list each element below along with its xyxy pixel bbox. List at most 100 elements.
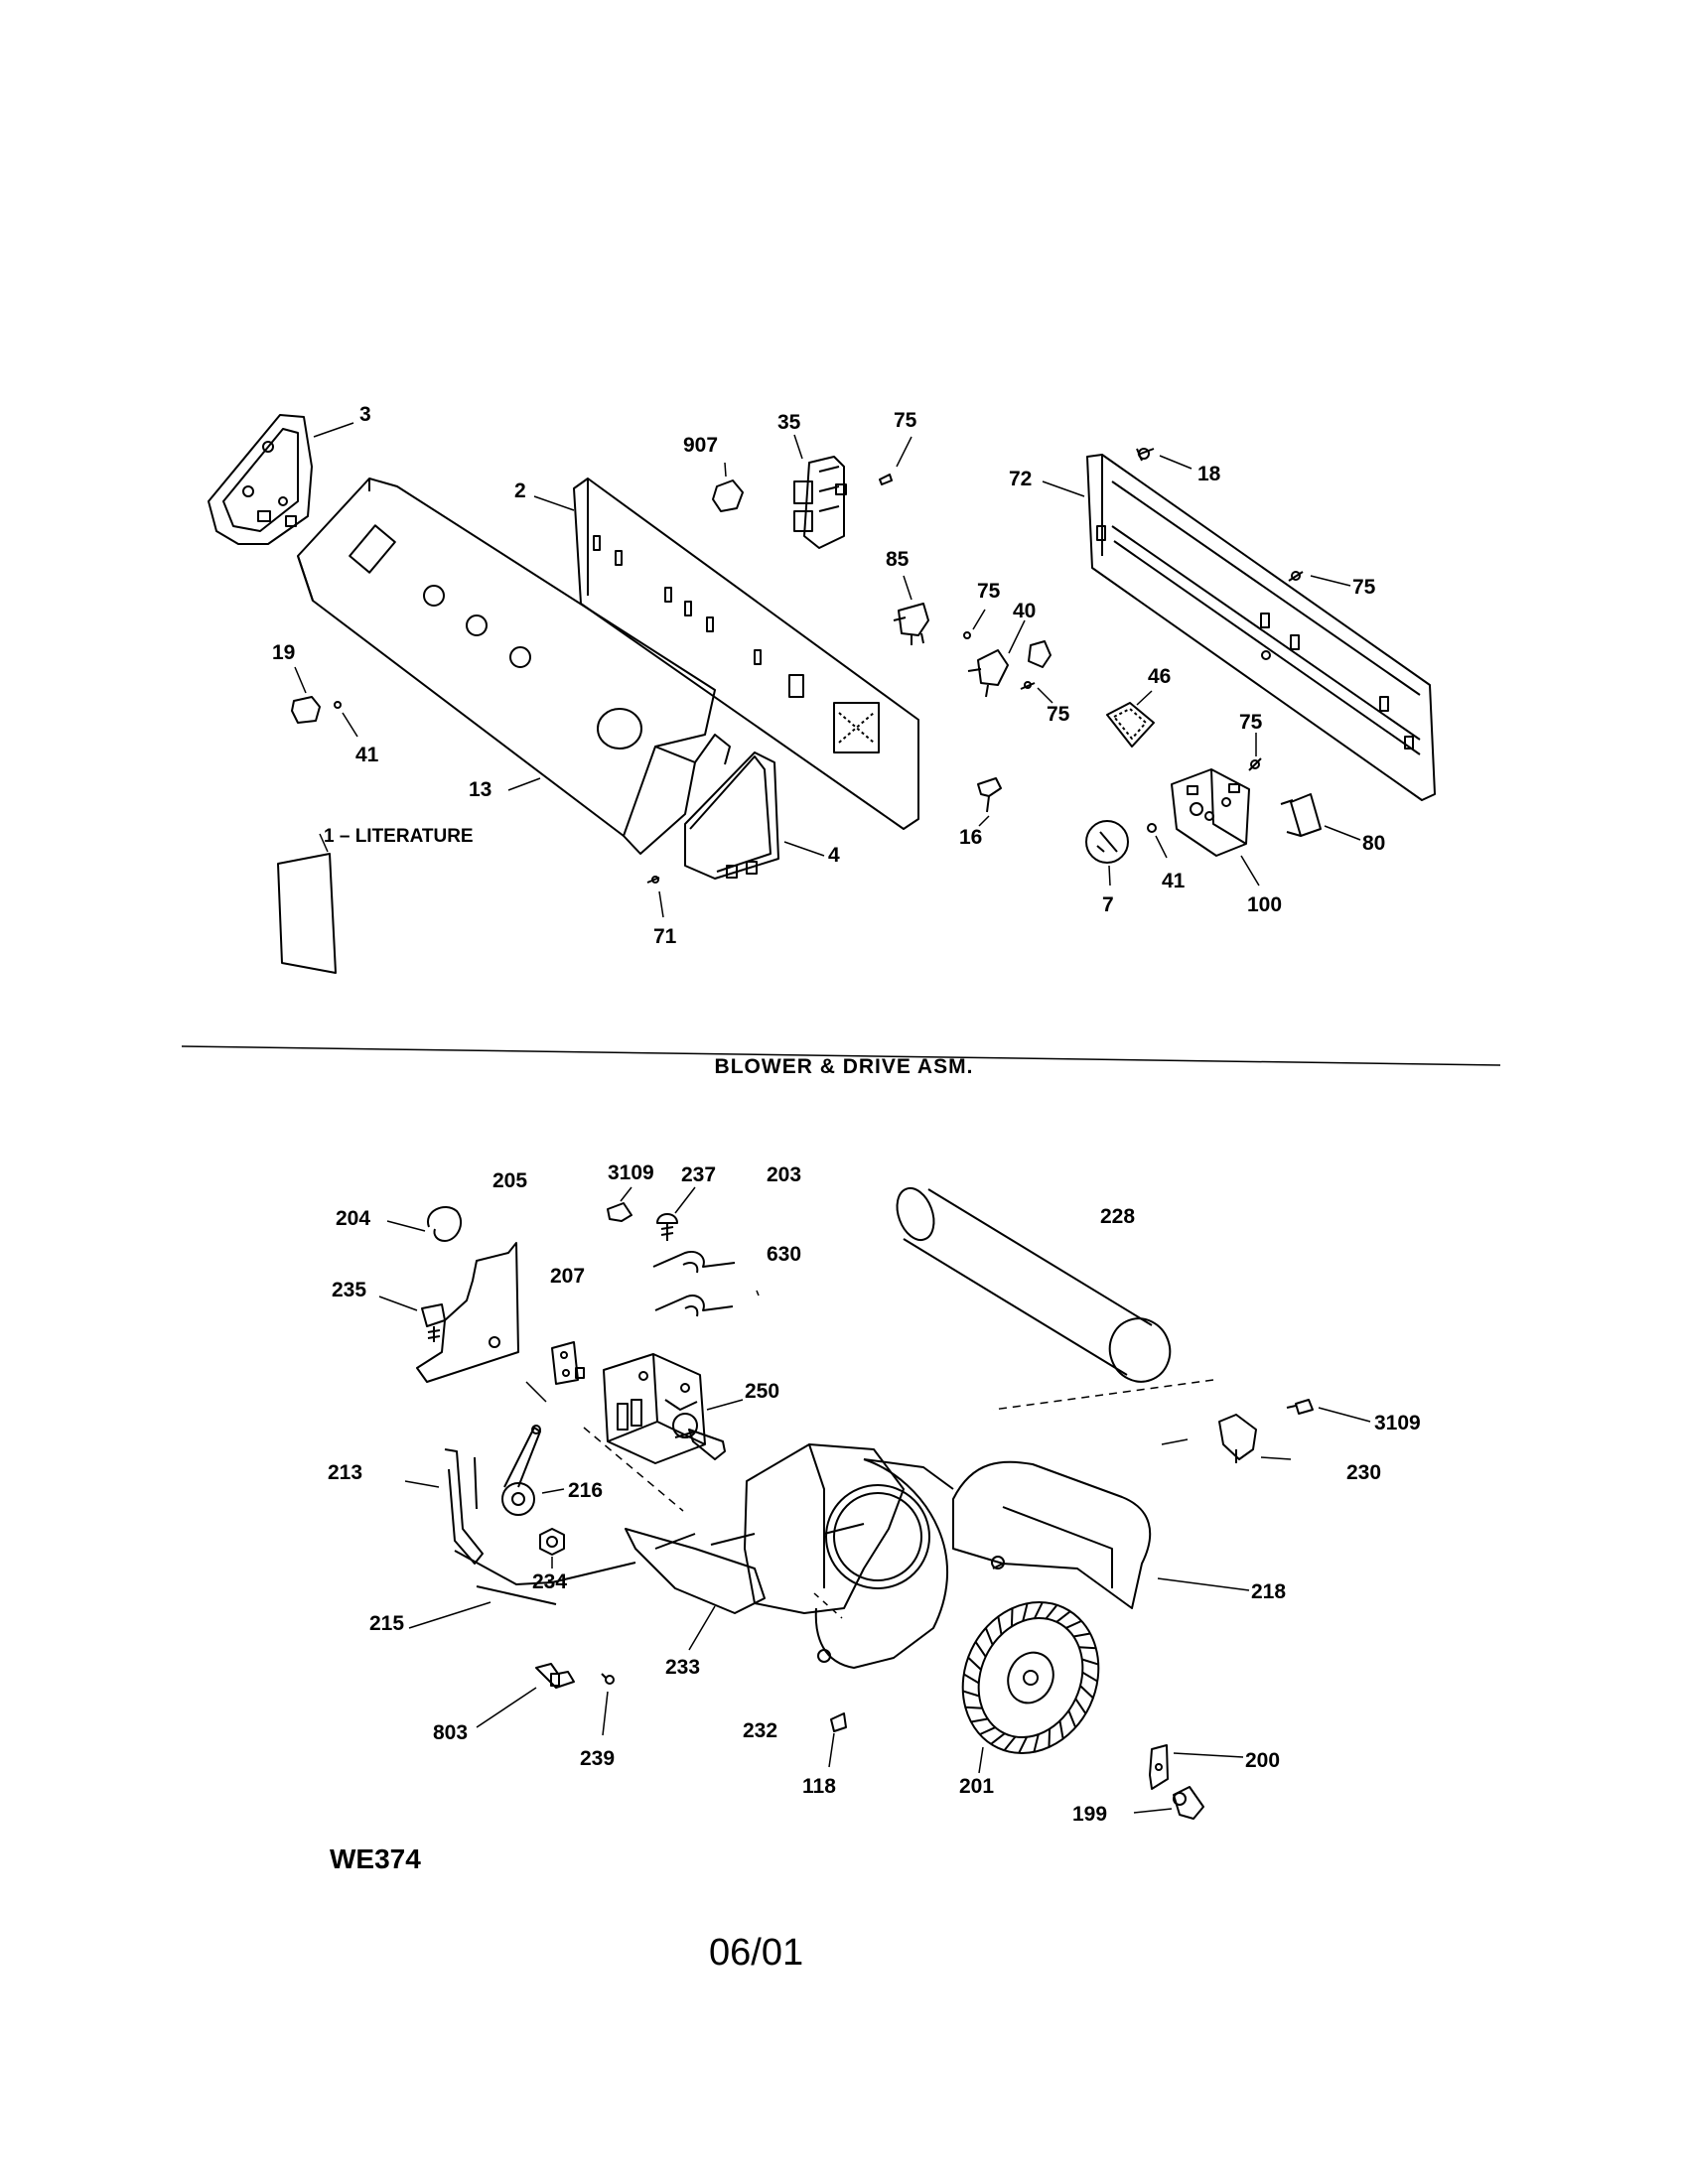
blower-blade [974, 1641, 987, 1658]
callout-216: 216 [568, 1479, 603, 1502]
callout-239: 239 [580, 1747, 615, 1770]
callout-205: 205 [492, 1169, 527, 1192]
part-80-clip [1280, 793, 1322, 837]
part-75-screw-timer [1248, 757, 1262, 771]
callout-7: 7 [1102, 893, 1114, 916]
part-3109-plug [607, 1202, 632, 1222]
part-250-motor [603, 1353, 726, 1464]
callout-75-mid: 75 [977, 580, 1001, 603]
callout-35: 35 [777, 411, 801, 434]
callout-237: 237 [681, 1163, 716, 1186]
blower-blade [1067, 1709, 1077, 1728]
callout-234: 234 [532, 1570, 567, 1593]
blower-blade [984, 1627, 994, 1646]
part-19-knob [291, 696, 321, 724]
blower-blade [997, 1616, 1003, 1635]
callout-118: 118 [802, 1775, 836, 1798]
callout-40: 40 [1013, 600, 1036, 622]
callout-18: 18 [1197, 463, 1221, 485]
callout-630: 630 [767, 1243, 801, 1266]
callout-1-literature: 1 – LITERATURE [324, 826, 474, 847]
callout-85: 85 [886, 548, 910, 571]
callout-71: 71 [653, 925, 677, 948]
callout-3: 3 [359, 403, 371, 426]
callout-13: 13 [469, 778, 491, 801]
top-callouts: 3 907 35 75 2 72 18 85 75 40 75 19 41 46… [272, 403, 1385, 948]
section-divider [181, 1045, 1501, 1066]
part-204-clip [427, 1206, 463, 1242]
callout-75-right: 75 [1352, 576, 1376, 599]
blower-blade [1065, 1619, 1082, 1629]
part-2-control-bracket [573, 478, 919, 830]
callout-803: 803 [433, 1721, 468, 1744]
part-46-pad [1106, 702, 1155, 748]
callout-3109-right: 3109 [1374, 1412, 1421, 1434]
alignment-lines [525, 1379, 1214, 1619]
callout-46: 46 [1148, 665, 1171, 688]
part-75-screw-mid [963, 631, 971, 639]
blower-blade [962, 1690, 980, 1698]
part-199-thermostat [1173, 1786, 1204, 1820]
callout-215: 215 [369, 1612, 404, 1635]
callout-75-top: 75 [894, 409, 917, 432]
blower-blade [1010, 1608, 1014, 1627]
callout-4: 4 [828, 844, 840, 867]
bottom-callouts: 3109 237 203 204 205 228 630 235 207 250… [328, 1161, 1421, 1826]
blower-blade [963, 1673, 980, 1685]
part-35-switch [793, 456, 847, 549]
blower-blade [970, 1717, 988, 1723]
part-71-screw [646, 876, 660, 884]
blower-blade [1078, 1646, 1096, 1650]
part-205-bracket [416, 1242, 519, 1383]
callout-41-left: 41 [355, 744, 379, 766]
callout-203: 203 [767, 1163, 801, 1186]
part-85-switch [893, 603, 929, 645]
blower-wheel-blades [962, 1601, 1099, 1754]
blower-blade [1034, 1601, 1044, 1619]
callout-3109-top: 3109 [608, 1161, 654, 1184]
part-239-screw [601, 1673, 615, 1685]
part-228-drive-belt-roll [896, 1186, 1172, 1383]
part-1-literature [277, 853, 337, 974]
part-216-idler-pulley [501, 1425, 541, 1516]
part-207-switch [551, 1341, 585, 1385]
blower-blade [979, 1726, 996, 1736]
callout-72: 72 [1009, 468, 1032, 490]
callout-75-lower: 75 [1047, 703, 1070, 726]
part-100-timer [1171, 768, 1250, 857]
blower-blade [1048, 1728, 1052, 1747]
callout-230: 230 [1346, 1461, 1381, 1484]
part-200-bracket [1149, 1744, 1169, 1790]
callout-213: 213 [328, 1461, 362, 1484]
callout-199: 199 [1072, 1803, 1107, 1826]
model-code: WE374 [330, 1843, 421, 1874]
blower-blade [1074, 1698, 1087, 1714]
callout-250: 250 [745, 1380, 779, 1403]
blower-blade [965, 1706, 983, 1709]
part-233-motor-mount [625, 1528, 766, 1614]
part-235-screw [421, 1303, 446, 1342]
blower-blade [1033, 1733, 1040, 1753]
part-75-screw-right [1288, 571, 1304, 582]
blower-blade [1018, 1736, 1028, 1754]
part-234-nut [539, 1528, 565, 1556]
part-230-sensor [1218, 1414, 1257, 1463]
part-41-clip-right [1147, 823, 1157, 833]
callout-228: 228 [1100, 1205, 1135, 1228]
blower-blade [1081, 1671, 1098, 1683]
part-218-blower-housing [744, 1443, 1152, 1669]
blower-blade [967, 1656, 982, 1671]
blower-blade [1003, 1735, 1017, 1751]
blower-blade [1079, 1685, 1094, 1700]
callout-200: 200 [1245, 1749, 1280, 1772]
blower-blade [990, 1732, 1006, 1745]
callout-201: 201 [959, 1775, 994, 1798]
callout-232: 232 [743, 1719, 777, 1742]
callout-233: 233 [665, 1656, 700, 1679]
part-201-blower-wheel [961, 1601, 1100, 1754]
part-18-screw [1136, 448, 1155, 462]
part-213-idler-bracket [444, 1448, 484, 1565]
part-630-clamp [652, 1251, 736, 1317]
part-16-part [977, 777, 1002, 813]
